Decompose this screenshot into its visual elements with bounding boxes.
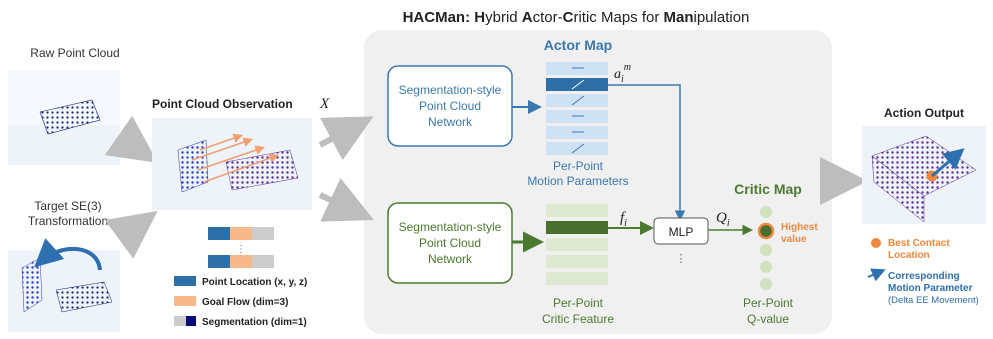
target-to-observation-arrow xyxy=(104,210,158,259)
raw-to-observation-arrow xyxy=(104,115,158,163)
mlp-ellipsis: ⋮ xyxy=(676,253,687,265)
target-se3-label-line1: Target SE(3) xyxy=(34,199,101,213)
actor-network-line2: Point Cloud xyxy=(419,99,481,113)
observation-to-critic-arrow xyxy=(318,178,374,222)
best-contact-line2: Location xyxy=(888,250,930,261)
diagram-title: HACMan: Hybrid Actor-Critic Maps for Man… xyxy=(403,9,750,26)
observation-to-actor-arrow xyxy=(318,116,374,161)
legend-swatch-segmentation-navy xyxy=(186,316,196,326)
mlp-box xyxy=(653,217,709,245)
motion-parameter-line3: (Delta EE Movement) xyxy=(888,295,979,306)
legend-segmentation: Segmentation (dim=1) xyxy=(202,317,307,328)
best-contact-line1: Best Contact xyxy=(888,238,950,249)
actor-network-line3: Network xyxy=(428,115,473,129)
feature-vector-row-2 xyxy=(208,255,274,268)
observation-label: Point Cloud Observation xyxy=(152,97,293,111)
motion-parameter-arrow xyxy=(931,148,965,178)
legend-goal-flow: Goal Flow (dim=3) xyxy=(202,297,288,308)
transform-rotation-arrow xyxy=(34,238,102,271)
critic-map-title: Critic Map xyxy=(734,181,802,197)
mlp-label: MLP xyxy=(669,225,694,239)
actor-caption-line2: Motion Parameters xyxy=(527,174,628,188)
qvalue-caption-line2: Q-value xyxy=(747,312,789,326)
actor-to-mlp-arrow xyxy=(608,84,686,221)
qvalue-caption-line1: Per-Point xyxy=(743,296,794,310)
action-output-image xyxy=(862,126,986,224)
motion-parameter-line2: Motion Parameter xyxy=(888,283,973,294)
actor-network-line1: Segmentation-style xyxy=(399,83,502,97)
motion-parameter-line1: Corresponding xyxy=(888,271,960,282)
observation-point-cloud-image xyxy=(152,118,312,210)
observation-variable: X xyxy=(319,96,330,112)
qvalue-symbol: Qi xyxy=(716,210,730,229)
feature-vector-row-1 xyxy=(208,227,274,240)
raw-point-cloud-image xyxy=(8,70,120,165)
critic-feature-symbol: fi xyxy=(620,210,627,229)
critic-caption-line1: Per-Point xyxy=(553,296,604,310)
critic-network-line1: Segmentation-style xyxy=(399,220,502,234)
critic-feature-cells xyxy=(546,204,608,285)
target-se3-label-line2: Transformation xyxy=(28,214,108,228)
critic-network-line3: Network xyxy=(428,252,473,266)
raw-point-cloud-label: Raw Point Cloud xyxy=(30,46,119,60)
feature-vector-ellipsis: ⋮ xyxy=(236,244,246,255)
actor-caption-line1: Per-Point xyxy=(553,159,604,173)
legend-swatch-point-location xyxy=(174,276,196,286)
actor-map-cells xyxy=(546,62,608,155)
action-output-title: Action Output xyxy=(884,106,964,120)
best-contact-legend-dot xyxy=(871,238,881,248)
actor-output-symbol: aim xyxy=(614,62,631,85)
target-point-cloud-image xyxy=(8,238,120,332)
legend-swatch-segmentation-gray xyxy=(174,316,186,326)
legend-swatch-goal-flow xyxy=(174,296,196,306)
highest-value-line2: value xyxy=(781,234,807,245)
motion-parameter-legend-arrow xyxy=(867,268,886,282)
critic-caption-line2: Critic Feature xyxy=(542,312,614,326)
critic-network-line2: Point Cloud xyxy=(419,236,481,250)
legend-point-location: Point Location (x, y, z) xyxy=(202,277,307,288)
highest-value-line1: Highest xyxy=(781,222,818,233)
qvalue-circles xyxy=(757,206,775,290)
actor-map-title: Actor Map xyxy=(544,37,612,53)
